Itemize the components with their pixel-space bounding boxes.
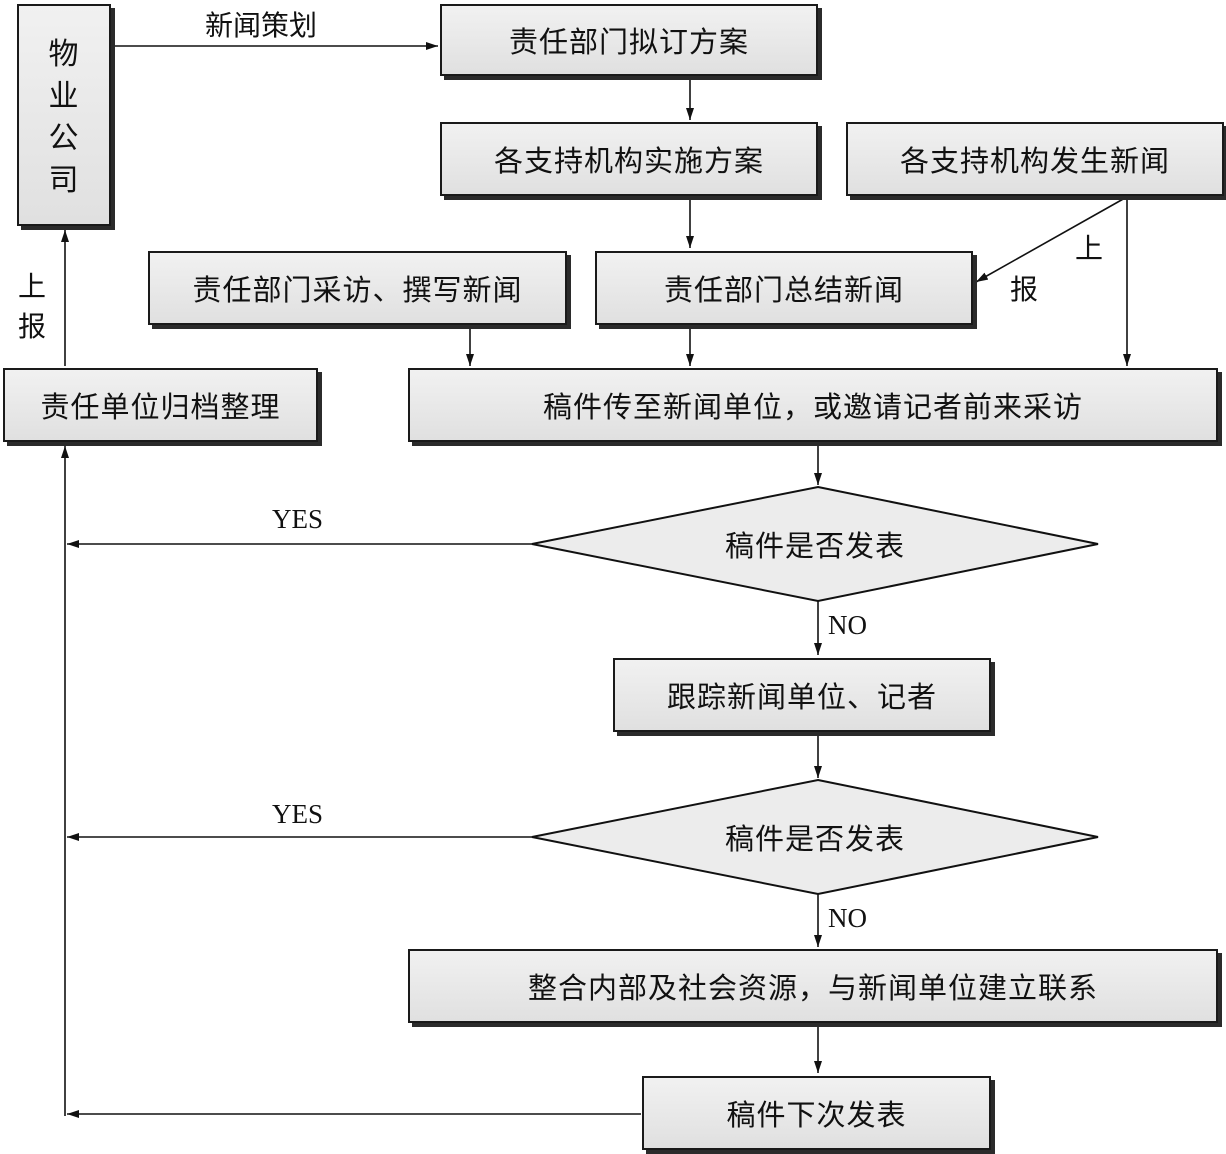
label-report-up-2: 报 [18,310,47,343]
property-company-char: 公 [48,121,80,156]
property-company-char: 司 [48,163,80,198]
property-company-box: 物 业 公 司 [17,4,111,226]
label-report-side-2: 报 [1010,273,1039,306]
track-box: 跟踪新闻单位、记者 [613,658,991,732]
property-company-char: 业 [48,79,80,114]
arrow-support-summarize [975,197,1126,283]
label-yes-2: YES [272,799,324,829]
decision-1-label: 稿件是否发表 [724,529,906,563]
next-publish-box: 稿件下次发表 [642,1076,991,1150]
decision-diamond-1 [531,485,1099,603]
integrate-box: 整合内部及社会资源，与新闻单位建立联系 [408,949,1218,1023]
support-implement-box: 各支持机构实施方案 [440,122,818,196]
label-no-1: NO [828,610,867,640]
send-manuscript-box: 稿件传至新闻单位，或邀请记者前来采访 [408,368,1218,442]
resp-plan-box: 责任部门拟订方案 [440,4,818,76]
resp-interview-box: 责任部门采访、撰写新闻 [148,251,567,325]
label-no-2: NO [828,903,867,933]
label-news-planning: 新闻策划 [205,9,318,42]
label-report-side-1: 上 [1075,232,1104,265]
resp-summarize-box: 责任部门总结新闻 [595,251,973,325]
decision-diamond-2 [531,778,1099,896]
support-news-box: 各支持机构发生新闻 [846,122,1224,196]
property-company-char: 物 [48,37,80,72]
label-report-up-1: 上 [18,270,47,303]
archive-box: 责任单位归档整理 [3,368,318,442]
decision-2-label: 稿件是否发表 [724,822,906,856]
label-yes-1: YES [272,504,324,534]
